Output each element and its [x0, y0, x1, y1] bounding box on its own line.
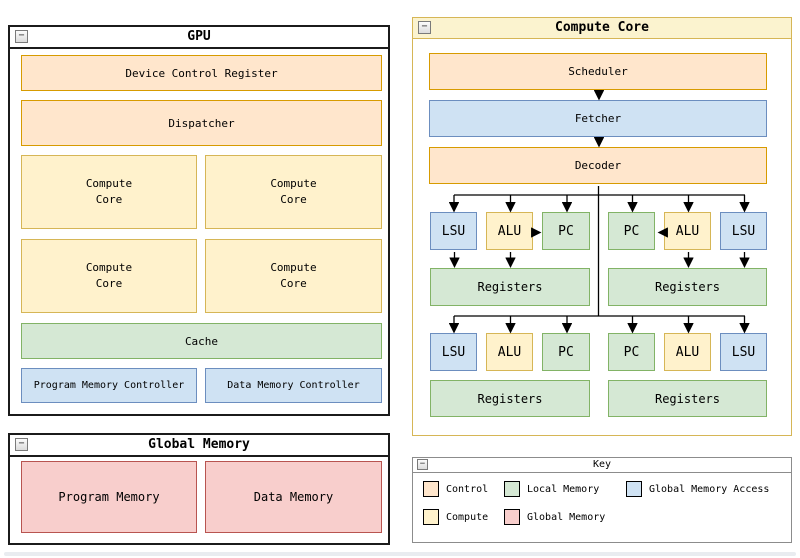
local-memory-swatch — [504, 481, 520, 497]
cache-box[interactable]: Cache — [21, 323, 382, 359]
key-entry-global-memory-access: Global Memory Access — [626, 481, 769, 497]
program-memory-label: Program Memory — [58, 490, 160, 504]
global-memory-access-swatch — [626, 481, 642, 497]
registers-box[interactable]: Registers — [430, 268, 590, 306]
alu-label: ALU — [675, 223, 700, 239]
pc-box[interactable]: PC — [608, 212, 655, 250]
bottom-edge — [4, 552, 796, 556]
key-entry-local-memory: Local Memory — [504, 481, 599, 497]
key-entry-global-memory: Global Memory — [504, 509, 605, 525]
window-gpu[interactable]: − GPU Device Control Register Dispatcher… — [8, 25, 390, 416]
alu-box[interactable]: ALU — [486, 212, 533, 250]
data-memory-box[interactable]: Data Memory — [205, 461, 382, 533]
key-title: Key — [592, 459, 612, 470]
alu-label: ALU — [497, 344, 522, 360]
dispatcher-box[interactable]: Dispatcher — [21, 100, 382, 146]
lsu-box[interactable]: LSU — [720, 333, 767, 371]
global-memory-title: Global Memory — [148, 437, 250, 452]
lsu-box[interactable]: LSU — [430, 333, 477, 371]
window-compute-core[interactable]: − Compute Core Scheduler Fetcher Decoder… — [412, 17, 792, 436]
collapse-icon[interactable]: − — [15, 438, 28, 451]
key-entry-label: Compute — [446, 511, 489, 523]
pc-label: PC — [623, 223, 640, 239]
key-entry-label: Global Memory — [527, 511, 606, 523]
key-entry-label: Local Memory — [527, 483, 600, 495]
registers-box[interactable]: Registers — [608, 380, 767, 417]
global-memory-swatch — [504, 509, 520, 525]
lsu-box[interactable]: LSU — [430, 212, 477, 250]
key-titlebar[interactable]: − Key — [413, 458, 791, 473]
registers-label: Registers — [477, 280, 543, 294]
lsu-box[interactable]: LSU — [720, 212, 767, 250]
pc-label: PC — [558, 344, 574, 360]
collapse-icon[interactable]: − — [15, 30, 28, 43]
key-entry-label: Control — [446, 483, 489, 495]
collapse-icon[interactable]: − — [417, 459, 428, 470]
gpu-title: GPU — [187, 29, 211, 44]
scheduler-label: Scheduler — [568, 65, 628, 78]
program-memory-box[interactable]: Program Memory — [21, 461, 197, 533]
data-memory-label: Data Memory — [253, 490, 334, 504]
lsu-label: LSU — [731, 344, 756, 360]
global-memory-titlebar[interactable]: − Global Memory — [10, 435, 388, 457]
compute-swatch — [423, 509, 439, 525]
fetcher-label: Fetcher — [574, 112, 622, 125]
fetcher-box[interactable]: Fetcher — [429, 100, 767, 137]
alu-label: ALU — [675, 344, 700, 360]
decoder-box[interactable]: Decoder — [429, 147, 767, 184]
alu-box[interactable]: ALU — [664, 212, 711, 250]
registers-label: Registers — [654, 391, 721, 406]
key-entry-control: Control — [423, 481, 488, 497]
compute-core-title: Compute Core — [555, 20, 649, 35]
scheduler-box[interactable]: Scheduler — [429, 53, 767, 90]
lsu-label: LSU — [441, 223, 466, 239]
data-memory-controller-label: Data Memory Controller — [227, 380, 360, 391]
pc-box[interactable]: PC — [608, 333, 655, 371]
pc-box[interactable]: PC — [542, 333, 590, 371]
program-memory-controller-box[interactable]: Program Memory Controller — [21, 368, 197, 403]
cache-label: Cache — [184, 334, 219, 348]
device-control-register-label: Device Control Register — [125, 66, 278, 80]
pc-label: PC — [623, 344, 640, 360]
dispatcher-label: Dispatcher — [168, 116, 235, 130]
alu-box[interactable]: ALU — [664, 333, 711, 371]
window-key[interactable]: − Key Control Local Memory Global Memory… — [412, 457, 792, 543]
program-memory-controller-label: Program Memory Controller — [33, 380, 185, 391]
pc-box[interactable]: PC — [542, 212, 590, 250]
key-entry-compute: Compute — [423, 509, 488, 525]
registers-box[interactable]: Registers — [430, 380, 590, 417]
registers-label: Registers — [477, 391, 543, 406]
alu-box[interactable]: ALU — [486, 333, 533, 371]
lsu-label: LSU — [441, 344, 466, 360]
decoder-label: Decoder — [574, 159, 622, 172]
registers-box[interactable]: Registers — [608, 268, 767, 306]
lsu-label: LSU — [731, 223, 756, 239]
gpu-titlebar[interactable]: − GPU — [10, 27, 388, 49]
device-control-register-box[interactable]: Device Control Register — [21, 55, 382, 91]
registers-label: Registers — [654, 280, 721, 294]
key-entry-label: Global Memory Access — [649, 483, 770, 495]
collapse-icon[interactable]: − — [418, 21, 431, 34]
control-swatch — [423, 481, 439, 497]
data-memory-controller-box[interactable]: Data Memory Controller — [205, 368, 382, 403]
alu-label: ALU — [497, 223, 522, 239]
compute-core-titlebar[interactable]: − Compute Core — [413, 18, 791, 39]
window-global-memory[interactable]: − Global Memory Program Memory Data Memo… — [8, 433, 390, 545]
pc-label: PC — [558, 223, 574, 239]
